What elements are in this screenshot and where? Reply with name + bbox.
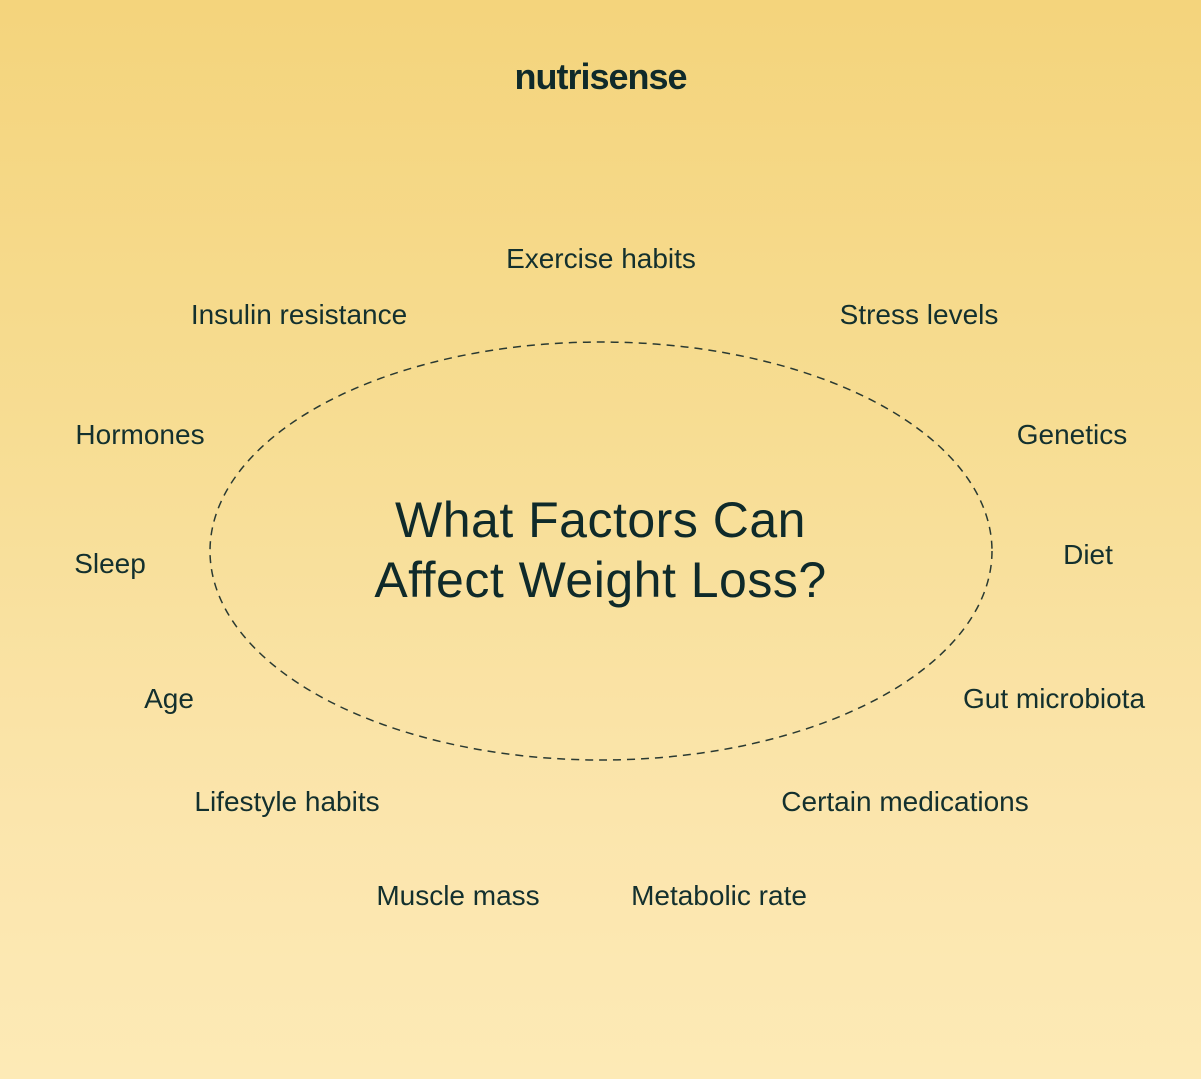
factor-label-gut-microbiota: Gut microbiota: [962, 683, 1146, 714]
factor-label-genetics: Genetics: [1016, 419, 1128, 450]
factor-label-exercise-habits: Exercise habits: [506, 243, 696, 274]
diagram-title: What Factors Can Affect Weight Loss?: [0, 490, 1201, 610]
factor-label-metabolic-rate: Metabolic rate: [631, 880, 807, 911]
title-line-1: What Factors Can: [395, 492, 806, 548]
factor-label-age: Age: [144, 683, 194, 714]
factor-label-lifestyle-habits: Lifestyle habits: [194, 786, 380, 817]
factor-label-hormones: Hormones: [75, 419, 205, 450]
factor-label-certain-medications: Certain medications: [781, 786, 1029, 817]
factor-label-sleep: Sleep: [74, 548, 146, 579]
factor-label-stress-levels: Stress levels: [839, 299, 999, 330]
factor-label-muscle-mass: Muscle mass: [376, 880, 540, 911]
nutrisense-logo: nutrisense: [514, 56, 687, 97]
title-line-2: Affect Weight Loss?: [374, 552, 827, 608]
factor-label-insulin-resistance: Insulin resistance: [190, 299, 408, 330]
factor-label-diet: Diet: [1063, 539, 1113, 570]
